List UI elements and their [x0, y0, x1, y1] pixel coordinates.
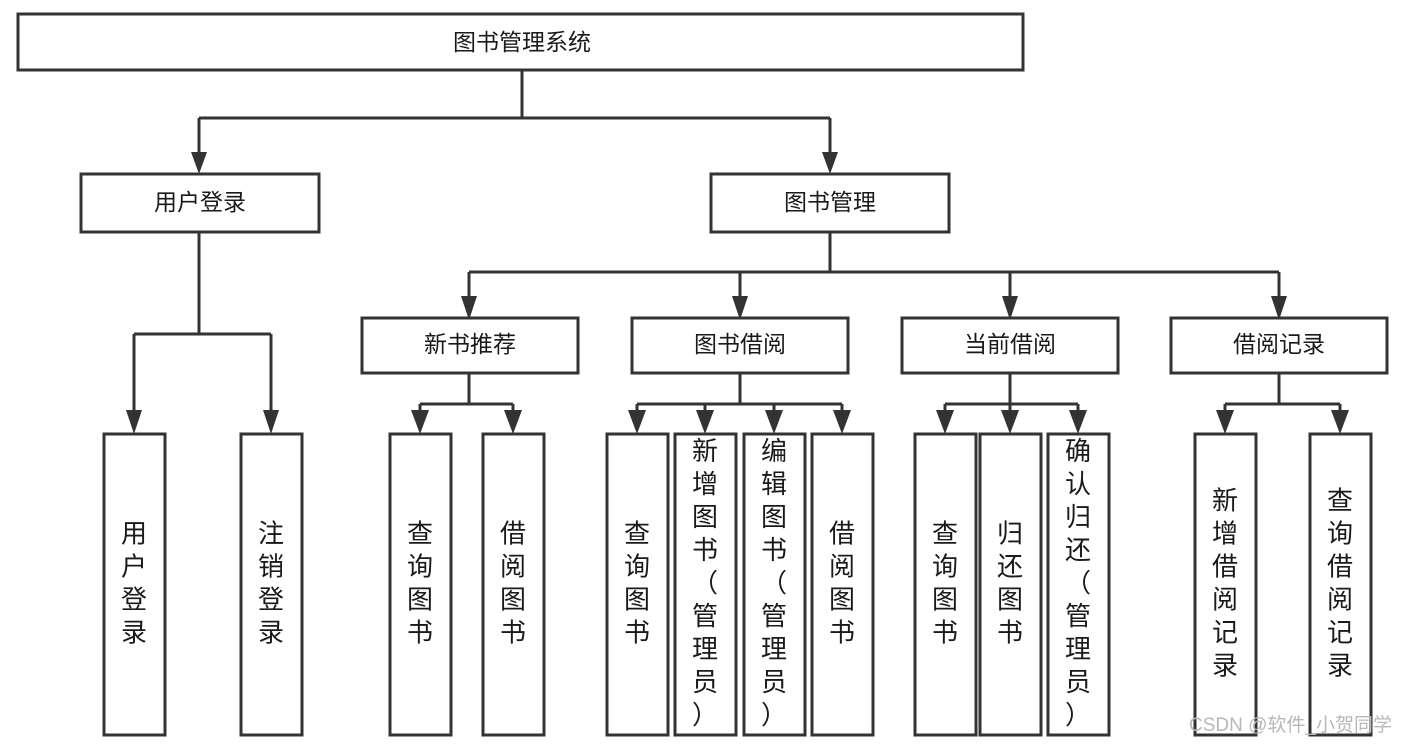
node-leaf-query-book-2-box[interactable] — [605, 432, 670, 737]
node-leaf-confirm-return[interactable]: 确认归还（管理员） — [1046, 432, 1111, 737]
node-leaf-add-book[interactable]: 新增图书（管理员） — [673, 432, 738, 737]
node-book-management[interactable]: 图书管理 — [709, 172, 951, 234]
arrow-head-leaf-user-login — [126, 410, 142, 434]
node-leaf-borrow-book-1-box[interactable] — [481, 432, 546, 737]
node-root-box[interactable] — [16, 12, 1025, 72]
node-leaf-query-book-3-box[interactable] — [913, 432, 978, 737]
node-book-borrow[interactable]: 图书借阅 — [630, 316, 850, 375]
watermark-label: CSDN @软件_小贺同学 — [1189, 714, 1392, 736]
node-leaf-query-record[interactable]: 查询借阅记录 — [1308, 432, 1373, 737]
arrow-head-current-borrow — [1002, 296, 1018, 320]
node-leaf-query-book-1-label: 查询图书 — [407, 518, 433, 647]
node-leaf-return-book-label: 归还图书 — [997, 518, 1023, 647]
node-user-login-label: 用户登录 — [154, 189, 246, 215]
node-borrow-record-box[interactable] — [1169, 316, 1389, 375]
node-user-login[interactable]: 用户登录 — [79, 172, 321, 234]
node-leaf-logout-login-box[interactable] — [239, 432, 304, 737]
node-leaf-add-record[interactable]: 新增借阅记录 — [1193, 432, 1258, 737]
arrow-head-book-management — [822, 152, 838, 174]
node-leaf-user-login-label: 用户登录 — [121, 518, 147, 647]
node-leaf-logout-login-label: 注销登录 — [258, 518, 284, 647]
node-new-book-recommend-box[interactable] — [360, 316, 580, 375]
arrow-head-book-borrow — [732, 296, 748, 320]
node-book-management-label: 图书管理 — [784, 189, 876, 215]
node-leaf-edit-book-label: 编辑图书（管理员） — [761, 436, 787, 730]
connector-layer — [126, 70, 1349, 434]
node-leaf-borrow-book-2[interactable]: 借阅图书 — [810, 432, 875, 737]
arrow-head-leaf-confirm-return — [1069, 410, 1087, 434]
node-leaf-logout-login[interactable]: 注销登录 — [239, 432, 304, 737]
node-leaf-confirm-return-box[interactable] — [1046, 432, 1111, 737]
node-leaf-add-record-label: 新增借阅记录 — [1212, 485, 1238, 680]
node-leaf-confirm-return-label: 确认归还（管理员） — [1065, 436, 1091, 730]
node-new-book-recommend-label: 新书推荐 — [424, 331, 516, 357]
arrow-head-leaf-edit-book — [765, 410, 783, 434]
node-leaf-edit-book[interactable]: 编辑图书（管理员） — [742, 432, 807, 737]
node-leaf-query-record-box[interactable] — [1308, 432, 1373, 737]
node-book-borrow-box[interactable] — [630, 316, 850, 375]
node-leaf-return-book-box[interactable] — [978, 432, 1043, 737]
arrow-head-new-book-recommend — [461, 296, 477, 320]
node-book-management-box[interactable] — [709, 172, 951, 234]
node-leaf-borrow-book-1[interactable]: 借阅图书 — [481, 432, 546, 737]
node-leaf-add-record-box[interactable] — [1193, 432, 1258, 737]
node-leaf-query-book-2[interactable]: 查询图书 — [605, 432, 670, 737]
arrow-head-leaf-logout-login — [263, 410, 279, 434]
arrow-head-leaf-add-book — [696, 410, 714, 434]
node-borrow-record-label: 借阅记录 — [1233, 331, 1325, 357]
arrow-head-leaf-query-book-1 — [411, 410, 429, 434]
node-leaf-query-book-1-box[interactable] — [388, 432, 453, 737]
node-leaf-borrow-book-2-label: 借阅图书 — [829, 518, 855, 647]
arrow-head-leaf-add-record — [1216, 410, 1234, 434]
node-leaf-add-book-box[interactable] — [673, 432, 738, 737]
node-root-label: 图书管理系统 — [453, 29, 591, 55]
node-leaf-edit-book-box[interactable] — [742, 432, 807, 737]
arrow-head-user-login — [191, 152, 207, 174]
node-leaf-query-book-3-label: 查询图书 — [932, 518, 958, 647]
node-user-login-box[interactable] — [79, 172, 321, 234]
node-book-borrow-label: 图书借阅 — [694, 331, 786, 357]
node-leaf-add-book-label: 新增图书（管理员） — [692, 436, 718, 730]
node-leaf-borrow-book-1-label: 借阅图书 — [500, 518, 526, 647]
node-current-borrow-label: 当前借阅 — [964, 331, 1056, 357]
node-leaf-return-book[interactable]: 归还图书 — [978, 432, 1043, 737]
node-leaf-query-book-3[interactable]: 查询图书 — [913, 432, 978, 737]
node-current-borrow[interactable]: 当前借阅 — [900, 316, 1120, 375]
node-leaf-user-login-box[interactable] — [102, 432, 167, 737]
node-leaf-query-record-label: 查询借阅记录 — [1327, 485, 1353, 680]
node-leaf-borrow-book-2-box[interactable] — [810, 432, 875, 737]
arrow-head-leaf-query-book-3 — [936, 410, 954, 434]
arrow-head-leaf-query-record — [1331, 410, 1349, 434]
arrow-head-leaf-borrow-book-1 — [504, 410, 522, 434]
node-root[interactable]: 图书管理系统 — [16, 12, 1025, 72]
node-leaf-query-book-1[interactable]: 查询图书 — [388, 432, 453, 737]
node-borrow-record[interactable]: 借阅记录 — [1169, 316, 1389, 375]
node-leaf-user-login[interactable]: 用户登录 — [102, 432, 167, 737]
arrow-head-borrow-record — [1271, 296, 1287, 320]
node-leaf-query-book-2-label: 查询图书 — [624, 518, 650, 647]
node-new-book-recommend[interactable]: 新书推荐 — [360, 316, 580, 375]
arrow-head-leaf-query-book-2 — [628, 410, 646, 434]
arrow-head-leaf-borrow-book-2 — [833, 410, 851, 434]
node-current-borrow-box[interactable] — [900, 316, 1120, 375]
arrow-head-leaf-return-book — [1001, 410, 1019, 434]
